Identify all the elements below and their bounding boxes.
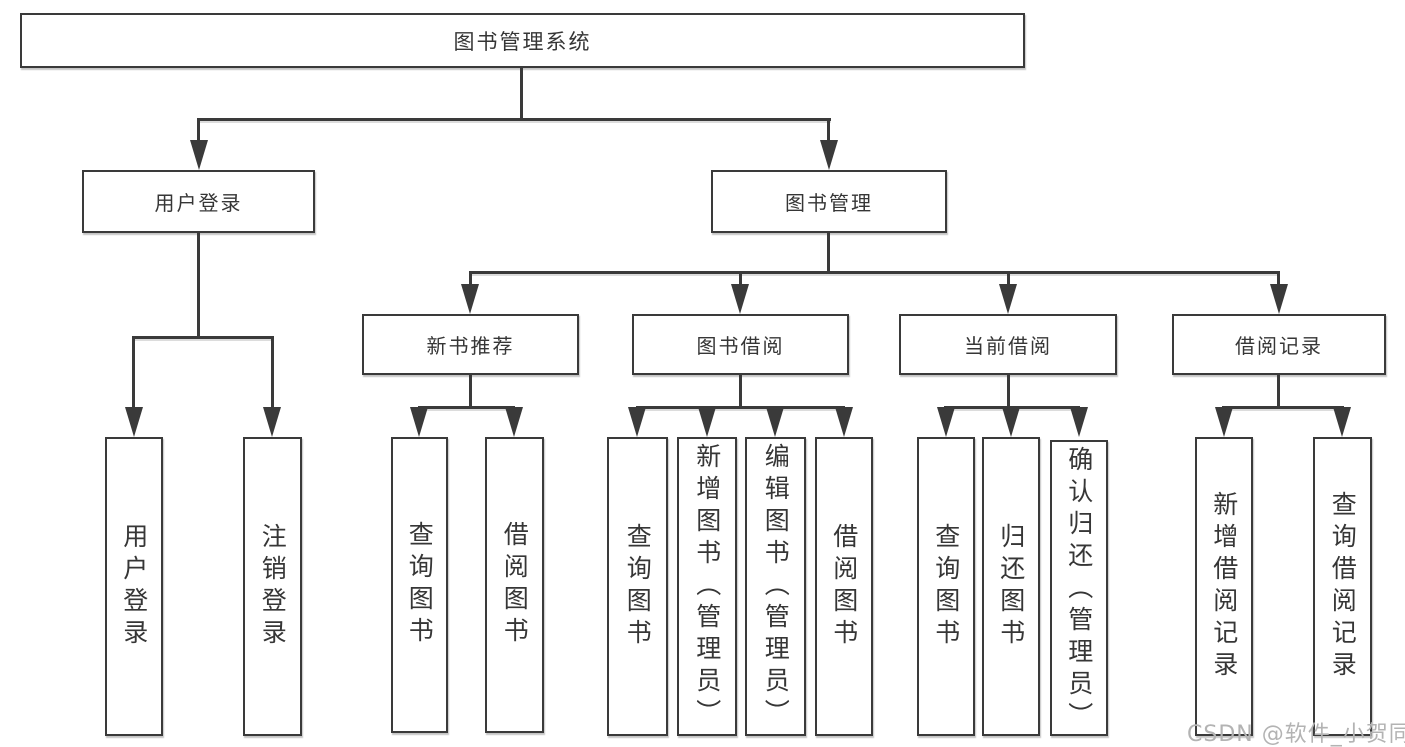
node-book-management: 图书管理 bbox=[711, 170, 947, 233]
node-borrow-record: 借阅记录 bbox=[1172, 314, 1386, 375]
node-label: 查询图书 bbox=[931, 522, 961, 651]
node-label: 借阅记录 bbox=[1235, 334, 1323, 358]
connector-book-mgmt-rail bbox=[469, 271, 1280, 274]
arrow-down-icon bbox=[505, 407, 523, 437]
connector-book-mgmt-stem bbox=[827, 233, 830, 271]
node-label: 编辑图书（管理员） bbox=[761, 443, 791, 731]
node-label: 查询借阅记录 bbox=[1328, 490, 1358, 683]
node-leaf-borrow-book: 借阅图书 bbox=[485, 437, 544, 733]
node-leaf-query-book: 查询图书 bbox=[607, 437, 668, 736]
connector-root-stem bbox=[520, 68, 523, 118]
arrow-down-icon bbox=[1070, 407, 1088, 437]
connector-drop bbox=[739, 271, 742, 285]
arrow-down-icon bbox=[937, 407, 955, 437]
node-label: 查询图书 bbox=[405, 521, 435, 649]
arrow-down-icon bbox=[190, 140, 208, 170]
node-label: 当前借阅 bbox=[964, 334, 1052, 358]
connector-user-login-stem bbox=[197, 233, 200, 336]
connector-drop-user-login bbox=[197, 118, 200, 142]
arrow-down-icon bbox=[410, 407, 428, 437]
arrow-down-icon bbox=[628, 407, 646, 437]
connector-stem bbox=[739, 375, 742, 406]
node-leaf-user-login: 用户登录 bbox=[105, 437, 163, 736]
node-leaf-edit-book-admin: 编辑图书（管理员） bbox=[745, 437, 806, 736]
node-leaf-add-borrow-record: 新增借阅记录 bbox=[1195, 437, 1253, 736]
node-leaf-query-book: 查询图书 bbox=[391, 437, 448, 733]
arrow-down-icon bbox=[820, 140, 838, 170]
arrow-down-icon bbox=[1270, 284, 1288, 314]
node-label: 图书借阅 bbox=[696, 334, 785, 358]
node-library-management-system: 图书管理系统 bbox=[20, 13, 1025, 68]
connector-drop bbox=[1007, 271, 1010, 285]
node-label: 用户登录 bbox=[154, 191, 243, 215]
node-leaf-logout: 注销登录 bbox=[243, 437, 302, 736]
connector-stem bbox=[469, 375, 472, 406]
arrow-down-icon bbox=[698, 407, 716, 437]
node-label: 新增图书（管理员） bbox=[692, 443, 722, 731]
arrow-down-icon bbox=[999, 284, 1017, 314]
node-current-borrow: 当前借阅 bbox=[899, 314, 1117, 375]
node-leaf-borrow-book: 借阅图书 bbox=[815, 437, 873, 736]
node-label: 借阅图书 bbox=[829, 522, 859, 651]
connector-stem bbox=[1277, 375, 1280, 406]
node-leaf-return-book: 归还图书 bbox=[982, 437, 1040, 736]
connector-drop bbox=[1277, 271, 1280, 285]
node-label: 注销登录 bbox=[258, 522, 288, 651]
connector-rail bbox=[418, 406, 515, 409]
connector-drop bbox=[271, 336, 274, 408]
arrow-down-icon bbox=[731, 284, 749, 314]
node-new-book-recommend: 新书推荐 bbox=[362, 314, 579, 375]
arrow-down-icon bbox=[461, 284, 479, 314]
connector-rail bbox=[636, 406, 845, 409]
arrow-down-icon bbox=[766, 407, 784, 437]
node-label: 图书管理 bbox=[785, 191, 873, 215]
arrow-down-icon bbox=[263, 407, 281, 437]
arrow-down-icon bbox=[835, 407, 853, 437]
node-label: 归还图书 bbox=[996, 522, 1026, 651]
connector-drop bbox=[469, 271, 472, 285]
connector-drop bbox=[132, 336, 135, 408]
node-label: 新增借阅记录 bbox=[1209, 490, 1239, 683]
node-leaf-confirm-return-admin: 确认归还（管理员） bbox=[1050, 440, 1108, 736]
arrow-down-icon bbox=[125, 407, 143, 437]
arrow-down-icon bbox=[1002, 407, 1020, 437]
node-label: 确认归还（管理员） bbox=[1064, 446, 1094, 734]
node-leaf-query-borrow-record: 查询借阅记录 bbox=[1313, 437, 1372, 736]
node-label: 用户登录 bbox=[119, 522, 149, 651]
connector-stem bbox=[1007, 375, 1010, 406]
node-book-borrow: 图书借阅 bbox=[632, 314, 849, 375]
connector-root-rail bbox=[197, 118, 831, 121]
connector-user-login-rail bbox=[133, 336, 274, 339]
node-label: 新书推荐 bbox=[426, 334, 515, 358]
node-leaf-add-book-admin: 新增图书（管理员） bbox=[677, 437, 737, 736]
node-label: 图书管理系统 bbox=[453, 29, 592, 54]
connector-rail bbox=[1222, 406, 1344, 409]
node-label: 借阅图书 bbox=[500, 521, 530, 649]
node-label: 查询图书 bbox=[623, 522, 653, 651]
connector-drop-book-mgmt bbox=[827, 118, 830, 142]
csdn-watermark: CSDN @软件_小贺同学 bbox=[1187, 722, 1405, 747]
arrow-down-icon bbox=[1333, 407, 1351, 437]
node-user-login: 用户登录 bbox=[82, 170, 315, 233]
node-leaf-query-book: 查询图书 bbox=[917, 437, 975, 736]
arrow-down-icon bbox=[1215, 407, 1233, 437]
